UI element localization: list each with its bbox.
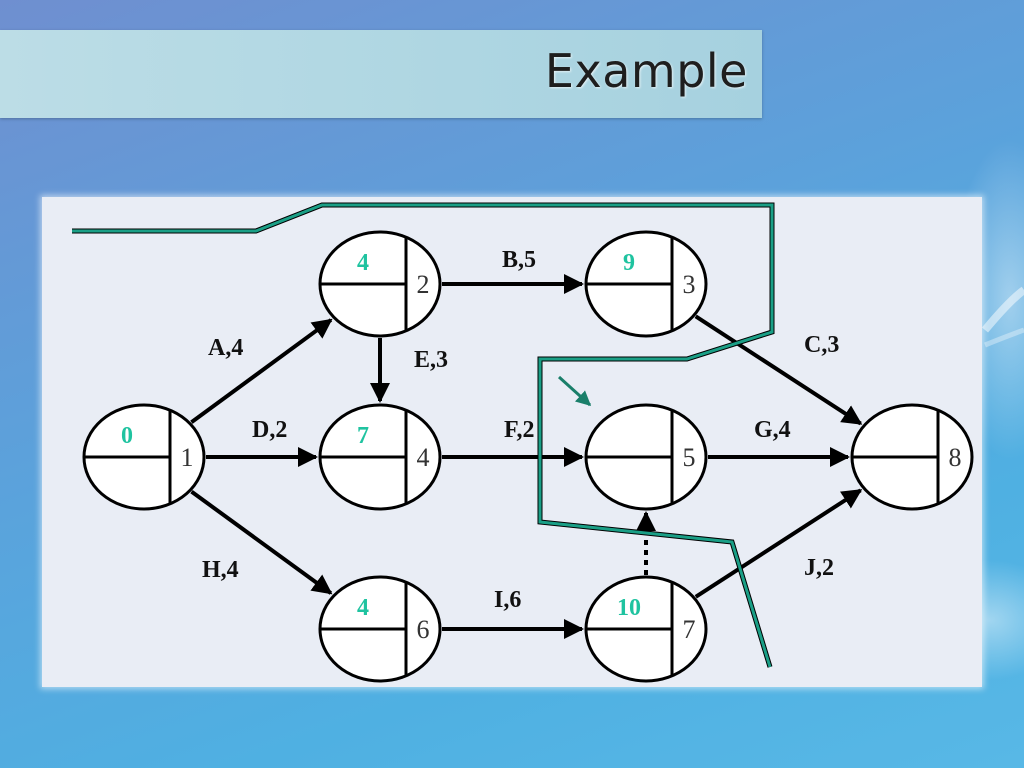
node-earliest-time: 7 xyxy=(357,423,369,449)
activity-arrow xyxy=(190,490,333,595)
node-number: 1 xyxy=(181,443,194,472)
event-node: 7 10 xyxy=(584,575,708,683)
event-node: 24 xyxy=(318,230,442,338)
activity-label: B,5 xyxy=(502,247,536,273)
cut-line xyxy=(72,203,774,668)
activity-label: E,3 xyxy=(414,347,448,373)
node-number: 2 xyxy=(417,270,430,299)
event-node: 10 xyxy=(82,403,206,511)
event-node: 47 xyxy=(318,403,442,511)
node-number: 6 xyxy=(417,615,430,644)
node-number: 4 xyxy=(417,443,430,472)
node-number: 7 xyxy=(683,615,696,644)
activity-arrow xyxy=(190,318,333,424)
activity-arrow xyxy=(694,314,863,426)
activity-label: H,4 xyxy=(202,557,239,583)
activity-label: G,4 xyxy=(754,417,791,443)
activity-label: A,4 xyxy=(208,335,243,361)
event-node: 5 xyxy=(584,403,708,511)
event-node: 8 xyxy=(850,403,974,511)
activity-label: C,3 xyxy=(804,332,839,358)
activity-label: F,2 xyxy=(504,417,534,443)
pointer-arrow-icon xyxy=(557,375,592,407)
node-earliest-time: 4 xyxy=(357,595,369,621)
cut-line-annotation xyxy=(72,202,775,668)
node-number: 8 xyxy=(949,443,962,472)
title-bar: Example xyxy=(0,30,762,118)
node-number: 3 xyxy=(683,270,696,299)
activity-arrow xyxy=(694,488,863,599)
node-earliest-time: 0 xyxy=(121,423,133,449)
activity-label: J,2 xyxy=(804,555,834,581)
activity-label: D,2 xyxy=(252,417,287,443)
node-earliest-time: 9 xyxy=(623,250,635,276)
node-earliest-time: 10 xyxy=(617,595,641,621)
node-number: 5 xyxy=(683,443,696,472)
activity-edges: A,4 B,5C,3D,2 E,3F,2 G,4H,4I,6 J,2 xyxy=(190,247,863,639)
node-earliest-time: 4 xyxy=(357,250,369,276)
slide-title: Example xyxy=(544,44,748,98)
event-node: 64 xyxy=(318,575,442,683)
activity-label: I,6 xyxy=(494,587,521,613)
event-node: 39 xyxy=(584,230,708,338)
